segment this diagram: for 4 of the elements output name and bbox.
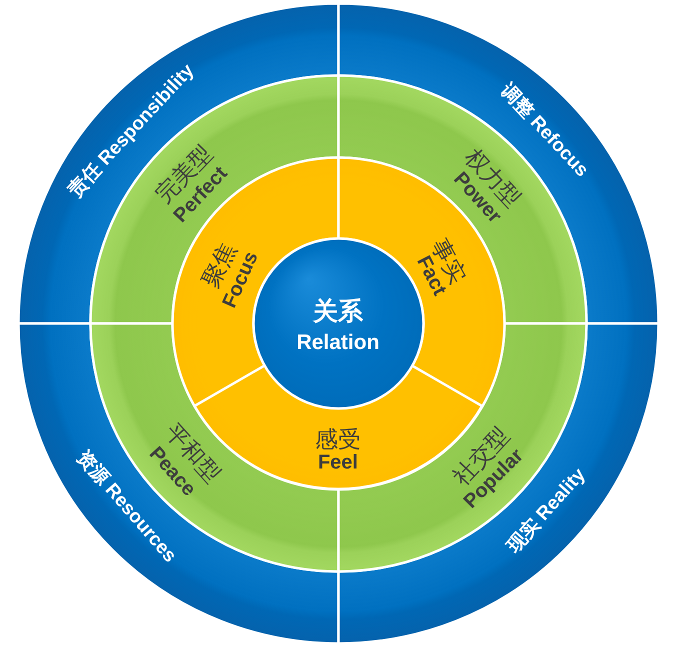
center-sublabel: Relation (296, 330, 380, 356)
center-label: 关系 (313, 298, 363, 326)
sector-label: 感受 (314, 426, 361, 452)
sector-sublabel: Feel (318, 452, 358, 474)
